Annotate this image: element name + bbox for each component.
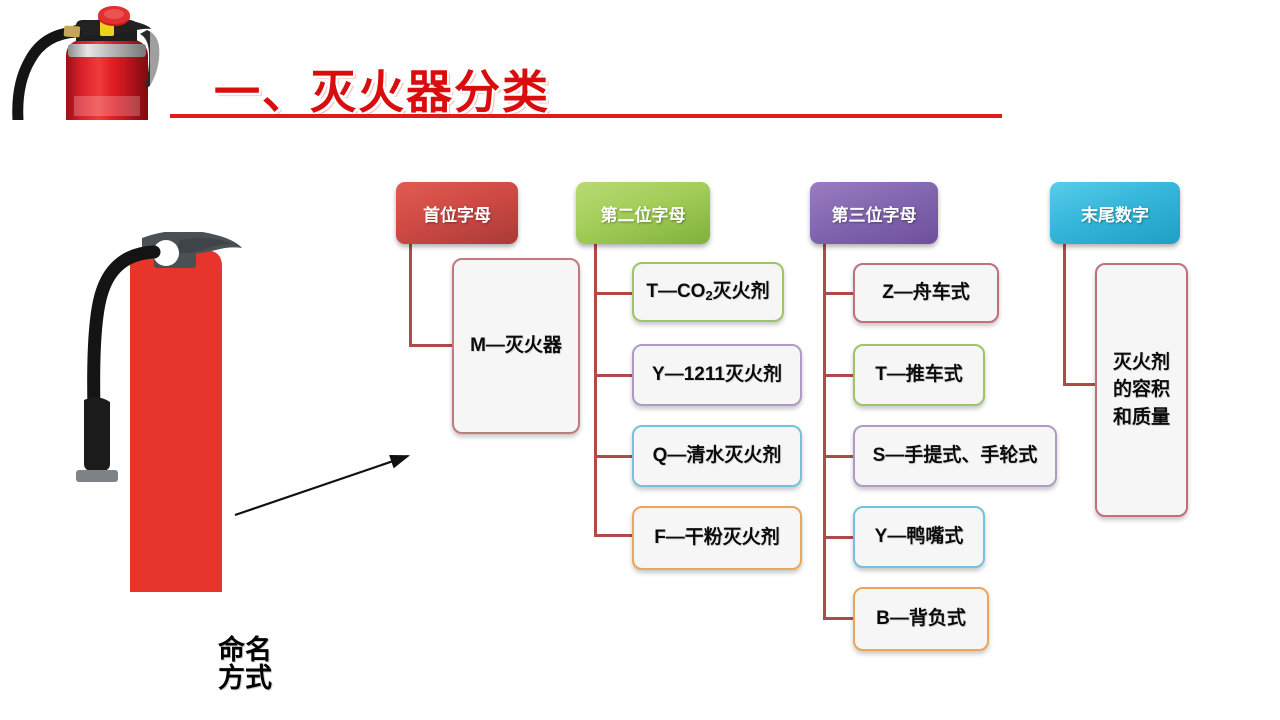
header-chip-last-digit[interactable]: 末尾数字: [1050, 182, 1180, 244]
node-boat-vehicle-type-label: Z—舟车式: [882, 282, 970, 304]
fire-extinguisher-photo: [0, 0, 190, 120]
root-label-line2: 方式: [218, 663, 272, 693]
header-chip-third-letter[interactable]: 第三位字母: [810, 182, 938, 244]
connector-col2-spine: [594, 242, 597, 534]
node-water-agent-label: Q—清水灭火剂: [652, 445, 782, 467]
connector-col3-branch-2: [823, 374, 853, 377]
node-water-agent[interactable]: Q—清水灭火剂: [632, 425, 802, 487]
connector-col4-horizontal: [1063, 383, 1095, 386]
header-chip-second-letter-label: 第二位字母: [600, 205, 686, 225]
node-capacity-and-mass-line2: 的容积: [1112, 379, 1170, 401]
page-title: 一、灭火器分类: [214, 66, 550, 118]
node-trolley-type[interactable]: T—推车式: [853, 344, 985, 406]
connector-col2-branch-4: [594, 534, 632, 537]
header-chip-second-letter[interactable]: 第二位字母: [576, 182, 710, 244]
node-capacity-and-mass-line1: 灭火剂: [1112, 351, 1170, 373]
node-capacity-and-mass[interactable]: 灭火剂 的容积 和质量: [1095, 263, 1188, 517]
node-co2-agent-label: T—CO2灭火剂: [646, 281, 770, 304]
node-trolley-type-label: T—推车式: [875, 364, 963, 386]
header-chip-first-letter[interactable]: 首位字母: [396, 182, 518, 244]
connector-col3-branch-1: [823, 292, 853, 295]
header-chip-last-digit-label: 末尾数字: [1081, 205, 1149, 225]
connector-col3-spine: [823, 242, 826, 618]
root-label-line1: 命名: [218, 634, 272, 665]
connector-col3-branch-4: [823, 536, 853, 539]
node-backpack-type[interactable]: B—背负式: [853, 587, 989, 651]
node-duckbill-type[interactable]: Y—鸭嘴式: [853, 506, 985, 568]
node-duckbill-type-label: Y—鸭嘴式: [874, 526, 964, 548]
node-m-extinguisher[interactable]: M—灭火器: [452, 258, 580, 434]
node-backpack-type-label: B—背负式: [876, 608, 966, 630]
extinguisher-vector: [76, 230, 242, 592]
node-dry-powder-agent[interactable]: F—干粉灭火剂: [632, 506, 802, 570]
extinguisher-photo-svg: [0, 0, 190, 120]
header-chip-first-letter-label: 首位字母: [423, 205, 491, 225]
connector-col3-branch-5: [823, 617, 853, 620]
node-handheld-type-label: S—手提式、手轮式: [872, 445, 1038, 467]
connector-col2-branch-3: [594, 455, 632, 458]
connector-col2-branch-1: [594, 292, 632, 295]
connector-col4-vertical: [1063, 242, 1066, 385]
root-extinguisher-illustration: 命名 方式 M? ? ?: [62, 230, 294, 708]
node-capacity-and-mass-line3: 和质量: [1112, 406, 1170, 428]
node-dry-powder-agent-label: F—干粉灭火剂: [654, 527, 780, 549]
connector-col2-branch-2: [594, 374, 632, 377]
node-boat-vehicle-type[interactable]: Z—舟车式: [853, 263, 999, 323]
node-co2-agent[interactable]: T—CO2灭火剂: [632, 262, 784, 322]
connector-col3-branch-3: [823, 455, 853, 458]
header-chip-third-letter-label: 第三位字母: [831, 205, 917, 225]
node-m-extinguisher-label: M—灭火器: [470, 335, 562, 357]
root-label: 命名 方式: [196, 620, 294, 708]
connector-col1-horizontal: [409, 344, 452, 347]
node-1211-agent[interactable]: Y—1211灭火剂: [632, 344, 802, 406]
node-1211-agent-label: Y—1211灭火剂: [652, 364, 782, 386]
title-underline: [170, 114, 1002, 118]
node-handheld-type[interactable]: S—手提式、手轮式: [853, 425, 1057, 487]
connector-col1-vertical: [409, 242, 412, 347]
